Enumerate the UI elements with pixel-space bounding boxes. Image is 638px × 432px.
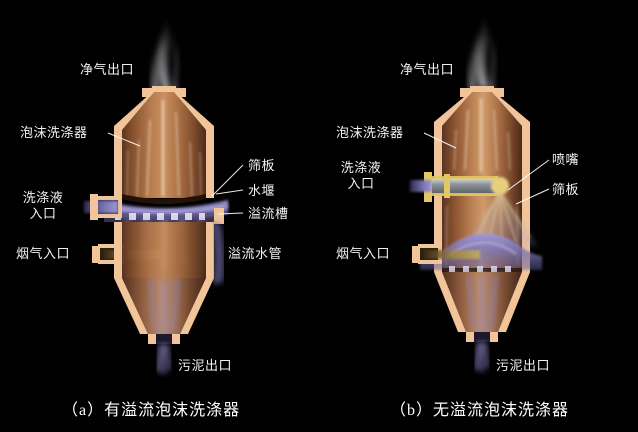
panel-b-hopper-left xyxy=(434,272,466,332)
panel-a-gas-inlet-flange xyxy=(92,246,100,263)
label-sludge-outlet-b: 污泥出口 xyxy=(496,358,551,373)
panel-a-sludge-flow xyxy=(147,279,181,334)
panel-b-gas-inlet-stream xyxy=(424,250,480,259)
panel-b-vapor-plume xyxy=(468,14,496,90)
label-weir-a: 水堰 xyxy=(248,183,276,198)
panel-b-lance-top-rail xyxy=(432,176,498,179)
label-scrubbing-liquid-inlet-b-line2: 入口 xyxy=(347,176,375,191)
panel-b-spray-lance xyxy=(432,178,498,194)
label-overflow-trough-a: 溢流槽 xyxy=(248,206,289,221)
panel-b-sludge-discharge xyxy=(473,341,490,372)
panel-a-lower-chamber xyxy=(122,222,206,278)
panel-b-sieve-holes xyxy=(449,266,511,272)
panel-b-vessel xyxy=(410,14,550,372)
panel-a-overflow-outlet xyxy=(214,208,224,224)
caption-panel-b: （b）无溢流泡沫洗涤器 xyxy=(390,402,570,419)
panel-a-vapor-plume xyxy=(151,16,179,92)
panel-a-liquid-inlet-flange xyxy=(90,194,98,220)
panel-a-shell-right xyxy=(174,92,214,198)
panel-a-sludge-discharge xyxy=(155,343,172,374)
panel-b-liquid-inlet-stream xyxy=(410,180,432,192)
label-nozzle-b: 喷嘴 xyxy=(552,152,580,167)
panel-a-sludge-outlet-bore xyxy=(156,334,172,344)
panel-a-shell-left xyxy=(114,92,154,198)
label-sieve-plate-b: 筛板 xyxy=(552,182,580,197)
label-scrubbing-liquid-inlet-a-line1: 洗涤液 xyxy=(22,190,64,205)
label-foam-scrubber-b: 泡沫洗涤器 xyxy=(336,125,404,140)
label-overflow-pipe-a: 溢流水管 xyxy=(228,246,283,261)
label-scrubbing-liquid-inlet-b-line1: 洗涤液 xyxy=(340,160,382,175)
panel-b-lance-bottom-rail xyxy=(432,193,498,196)
label-scrubbing-liquid-inlet-a: 洗涤液 入口 xyxy=(10,190,76,222)
label-scrubbing-liquid-inlet-b: 洗涤液 入口 xyxy=(328,160,394,192)
label-flue-gas-inlet-b: 烟气入口 xyxy=(336,246,391,261)
panel-a-liquid-streaks xyxy=(126,100,202,197)
label-clean-gas-outlet-b: 净气出口 xyxy=(400,62,455,77)
label-sludge-outlet-a: 污泥出口 xyxy=(178,358,233,373)
caption-panel-a: （a）有溢流泡沫洗涤器 xyxy=(62,402,241,419)
panel-a-overflow-water xyxy=(210,221,225,285)
panel-a-hopper-left xyxy=(114,278,148,334)
panel-a-vessel xyxy=(84,16,244,374)
panel-a-lower-wall-left xyxy=(114,222,122,278)
panel-b-sludge-flow xyxy=(465,275,499,332)
label-sieve-plate-a: 筛板 xyxy=(248,158,276,173)
label-clean-gas-outlet-a: 净气出口 xyxy=(80,62,135,77)
label-scrubbing-liquid-inlet-a-line2: 入口 xyxy=(29,206,57,221)
panel-a-leader-lines xyxy=(107,132,244,215)
label-flue-gas-inlet-a: 烟气入口 xyxy=(16,246,71,261)
panel-b-sludge-outlet-bore xyxy=(474,332,490,342)
panel-b-gas-inlet-flange xyxy=(412,246,420,263)
panel-b-lance-flange-inner xyxy=(444,174,450,198)
panel-b-leader-lines xyxy=(423,132,550,205)
nozzle-icon xyxy=(491,177,509,195)
label-foam-scrubber-a: 泡沫洗涤器 xyxy=(20,125,88,140)
panel-b-hopper-right xyxy=(498,272,530,332)
panel-a-liquid-inlet-stream xyxy=(84,201,118,213)
panel-a-lower-wall-right xyxy=(206,222,214,278)
panel-a-sieve-plate xyxy=(122,194,206,204)
panel-a-hopper-right xyxy=(180,278,214,334)
